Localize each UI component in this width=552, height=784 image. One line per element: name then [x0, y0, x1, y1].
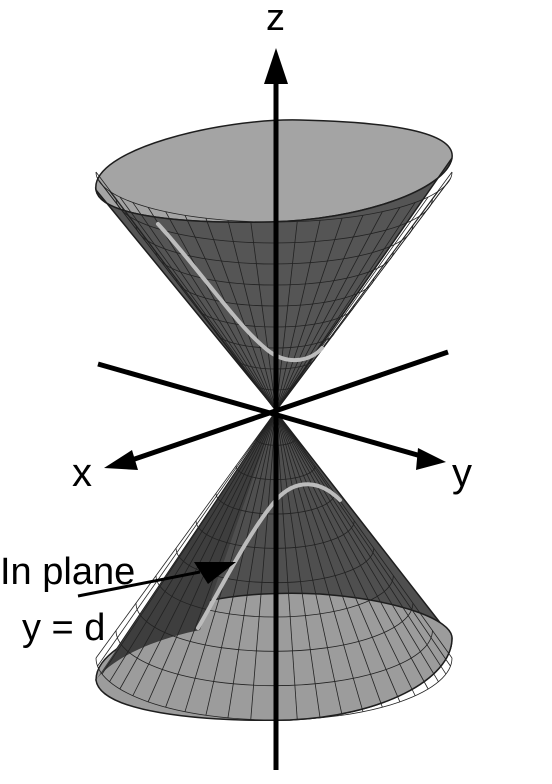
- cone-grid-line: [275, 202, 416, 412]
- annotation-pointer-line: [77, 570, 201, 598]
- cone-grid-line: [95, 410, 277, 659]
- coordinate-axes: z x y: [72, 0, 472, 770]
- cone-grid-line: [119, 410, 277, 690]
- cone-grid-line: [250, 410, 277, 720]
- cone-grid-line: [275, 207, 401, 412]
- cone-grid-line: [275, 410, 364, 712]
- upper-hyperbola-branch: [156, 222, 324, 363]
- cone-grid-line: [165, 410, 277, 708]
- cone-grid-line: [275, 221, 298, 412]
- cone-grid-line: [205, 410, 277, 716]
- lower-hyperbola-branch: [196, 482, 342, 630]
- cone-grid-line: [275, 410, 451, 667]
- cone-grid-line: [275, 218, 343, 412]
- cone-grid-line: [132, 410, 277, 696]
- cone-grid-line: [275, 410, 321, 718]
- cone-grid-line: [275, 410, 447, 675]
- cone-grid-line: [275, 178, 451, 412]
- x-axis-line: [125, 349, 449, 465]
- cone-grid-line: [227, 220, 277, 412]
- cone-grid-line: [250, 221, 277, 412]
- annotation-arrowhead-icon: [194, 562, 236, 584]
- annotation-line-1: In plane: [0, 551, 135, 593]
- z-axis-arrowhead-icon: [264, 48, 288, 84]
- x-axis-label: x: [72, 451, 92, 495]
- cone-grid-line: [275, 410, 416, 696]
- annotation-line-2: y = d: [22, 607, 105, 649]
- z-axis-label: z: [266, 0, 285, 39]
- cone-grid-line: [275, 215, 364, 412]
- cone-grid-line: [275, 410, 383, 708]
- cone-grid-line: [275, 410, 439, 682]
- cone-grid-line: [275, 410, 343, 716]
- y-axis-arrowhead-icon: [416, 448, 446, 470]
- cone-grid-line: [109, 410, 277, 682]
- cone-grid-line: [275, 410, 298, 720]
- cone-grid-line: [97, 410, 277, 667]
- cone-grid-line: [275, 220, 321, 412]
- cone-grid-line: [184, 410, 277, 712]
- cone-grid-line: [147, 207, 277, 412]
- cone-grid-line: [132, 202, 277, 412]
- cone-grid-line: [275, 410, 453, 659]
- cone-grid-line: [275, 196, 429, 412]
- y-axis-label: y: [452, 451, 472, 495]
- upper-cone-grid: [95, 171, 453, 412]
- cone-grid-line: [147, 410, 277, 703]
- cone-grid-line: [227, 410, 277, 718]
- cone-grid-line: [275, 171, 453, 412]
- cone-grid-line: [275, 410, 429, 690]
- cone-grid-line: [205, 218, 277, 412]
- cone-grid-line: [275, 410, 401, 702]
- plane-annotation: In plane y = d: [0, 551, 236, 649]
- cone-grid-line: [119, 196, 277, 412]
- cone-grid-line: [101, 410, 277, 675]
- y-axis-line: [97, 361, 429, 461]
- cone-grid-line: [275, 211, 383, 412]
- cone-grid-line: [165, 211, 277, 412]
- cone-grid-line: [109, 190, 277, 412]
- x-axis-arrowhead-icon: [104, 450, 138, 470]
